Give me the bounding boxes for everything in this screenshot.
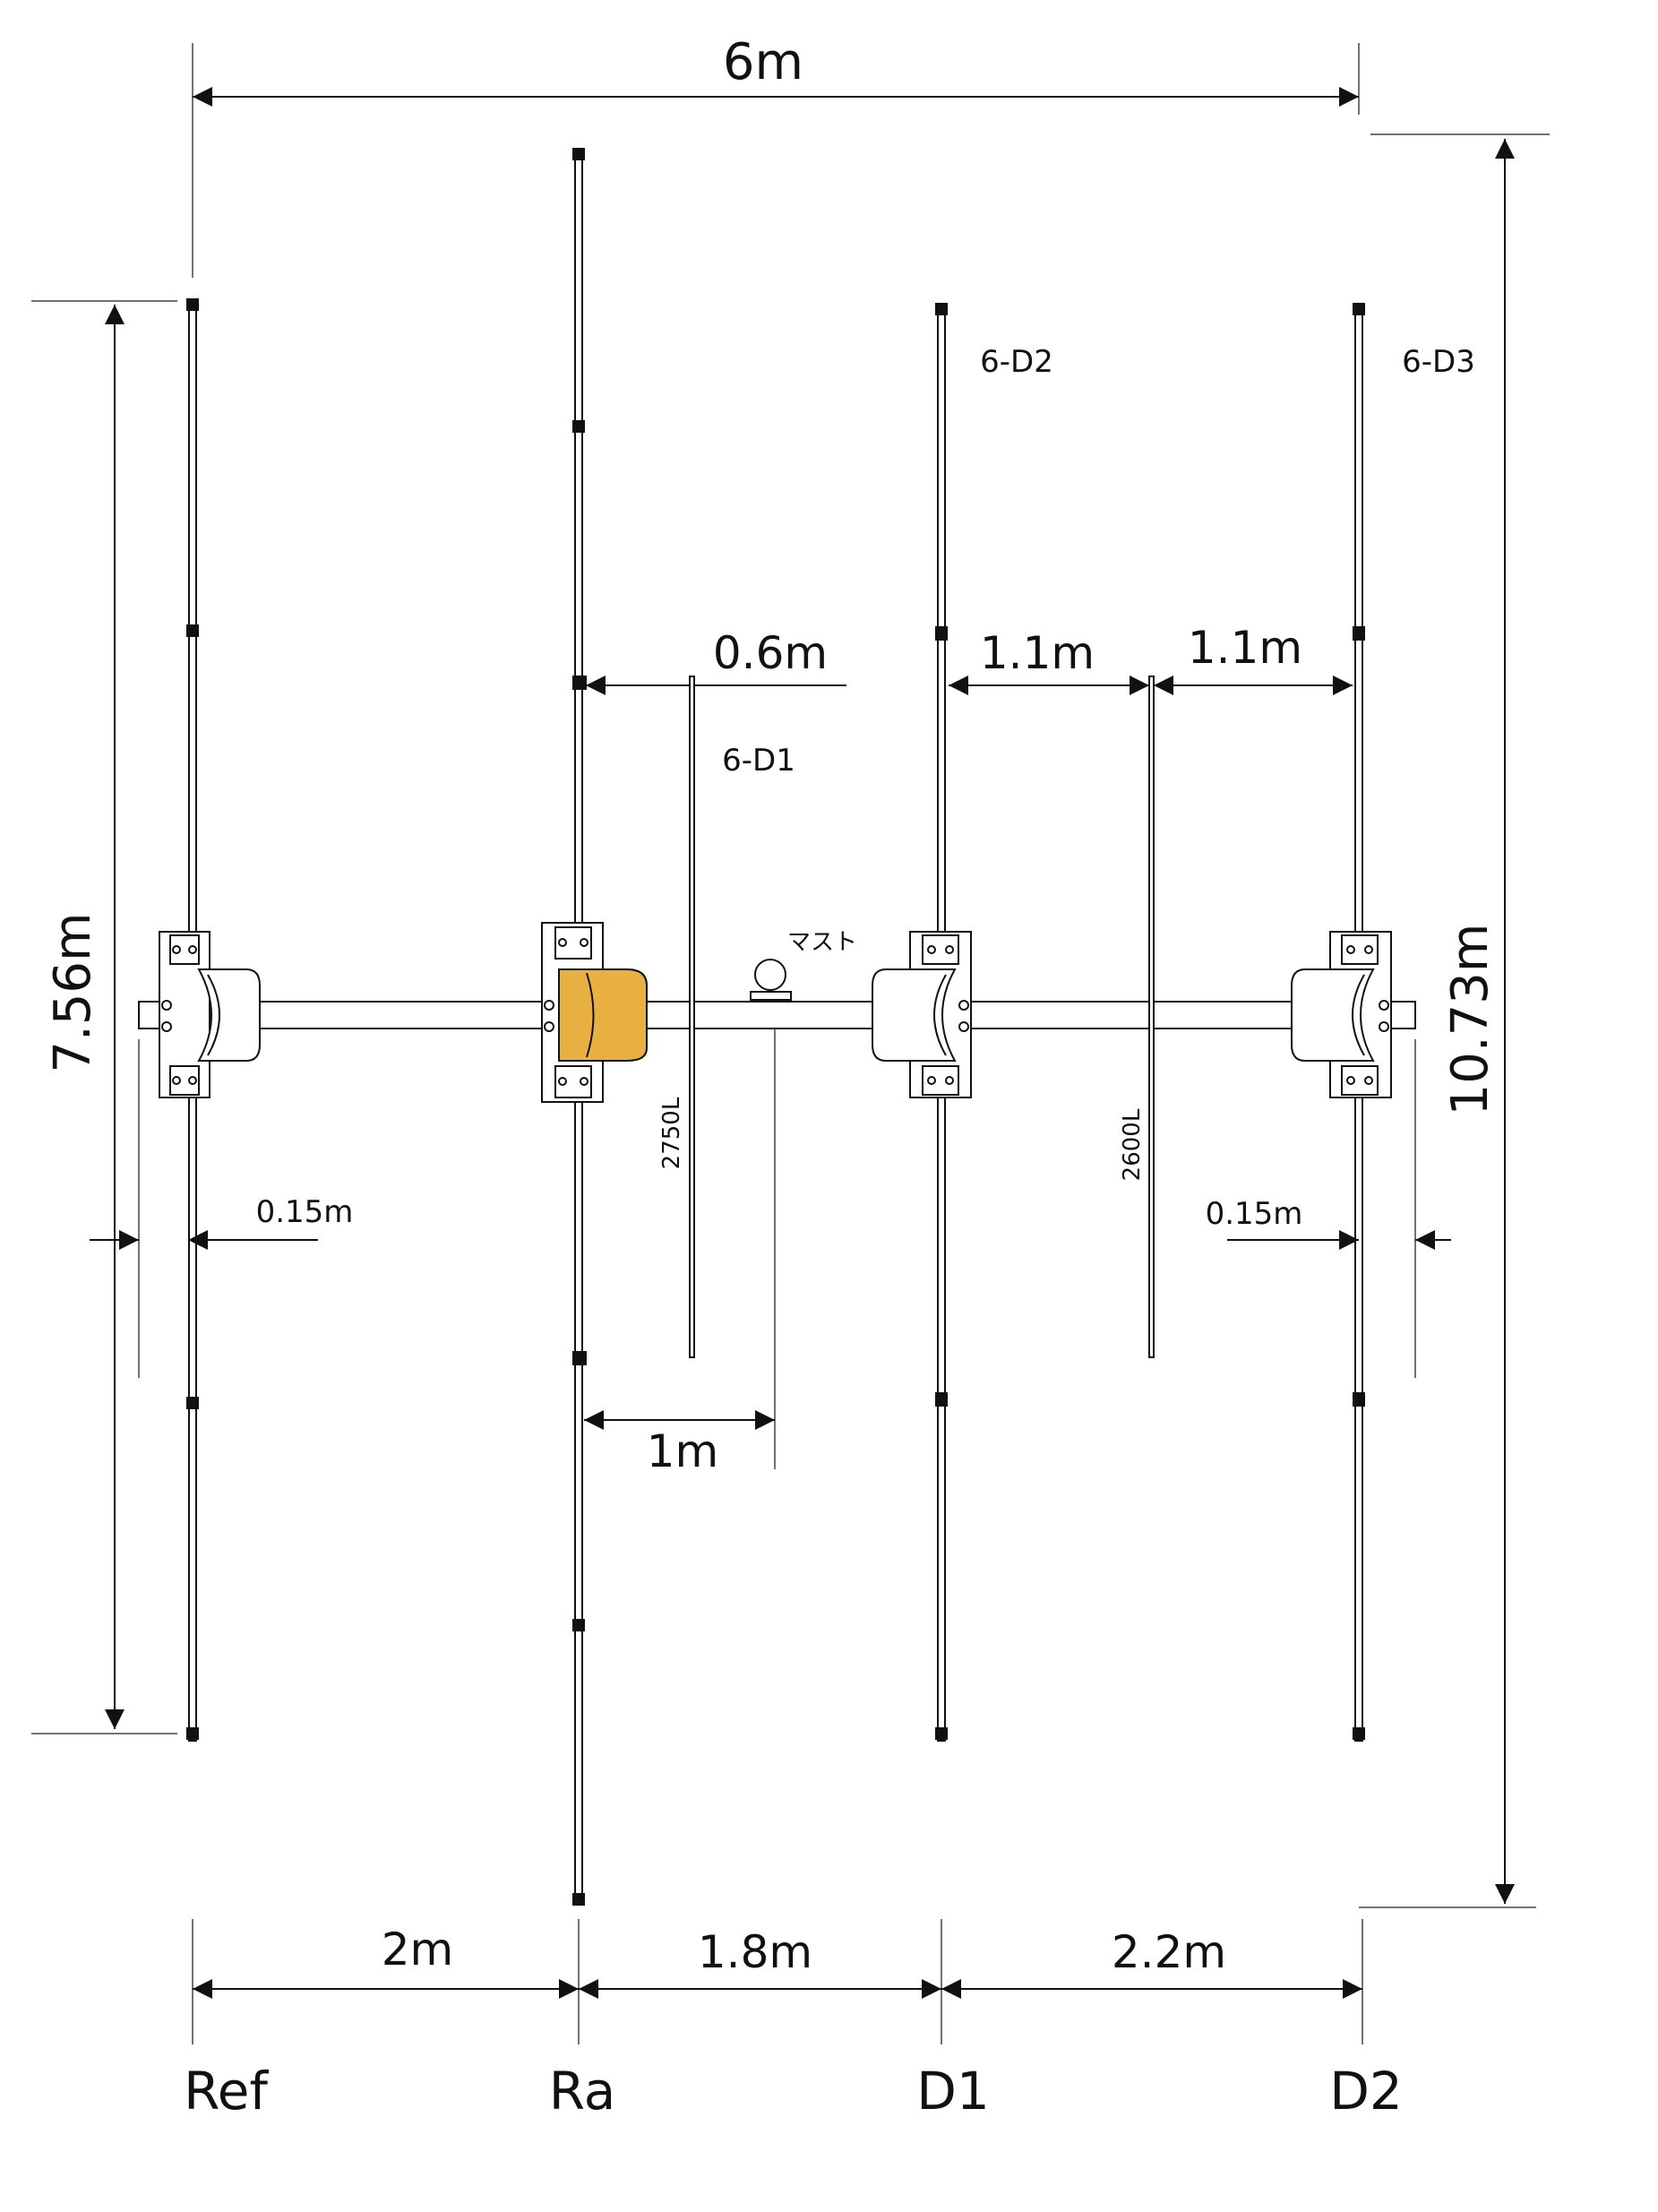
- dim-ra-length: 10.73m: [1441, 924, 1499, 1116]
- element-6-d1: [689, 676, 695, 1358]
- dim-ref-ra: 2m: [382, 1924, 454, 1975]
- element-name-ra: Ra: [549, 2061, 616, 2122]
- label-6-d1: 6-D1: [722, 743, 795, 779]
- dim-ref-offset: 0.15m: [256, 1194, 354, 1230]
- label-2750l: 2750L: [658, 1097, 685, 1169]
- clamp-ref: [159, 931, 261, 1098]
- dimension-lines: [90, 87, 1515, 1999]
- dim-ref-length: 7.56m: [44, 912, 102, 1072]
- element-name-ref: Ref: [184, 2061, 269, 2122]
- element-name-d2: D2: [1329, 2061, 1403, 2122]
- clamp-d1: [872, 931, 972, 1098]
- element-6-d2: [1148, 676, 1155, 1358]
- dim-6d2-d2: 1.1m: [1188, 622, 1302, 674]
- dim-ra-mast: 1m: [647, 1425, 719, 1477]
- mast: [750, 959, 792, 1001]
- dim-ra-6d1: 0.6m: [713, 627, 828, 679]
- feed-box: [558, 968, 648, 1062]
- label-6-d3: 6-D3: [1402, 344, 1475, 380]
- dim-d1-d2: 2.2m: [1112, 1926, 1226, 1978]
- dim-d2-offset: 0.15m: [1206, 1196, 1303, 1232]
- dim-ra-d1: 1.8m: [698, 1926, 812, 1978]
- label-2600l: 2600L: [1119, 1108, 1146, 1181]
- boom: [138, 1001, 1416, 1029]
- dim-d1-6d2: 1.1m: [980, 627, 1095, 679]
- label-6-d2: 6-D2: [980, 344, 1053, 380]
- clamp-d2: [1291, 931, 1392, 1098]
- dim-overall-length: 6m: [723, 33, 803, 91]
- label-mast: マスト: [787, 929, 857, 956]
- element-name-d1: D1: [916, 2061, 990, 2122]
- extension-lines: [31, 43, 1550, 2044]
